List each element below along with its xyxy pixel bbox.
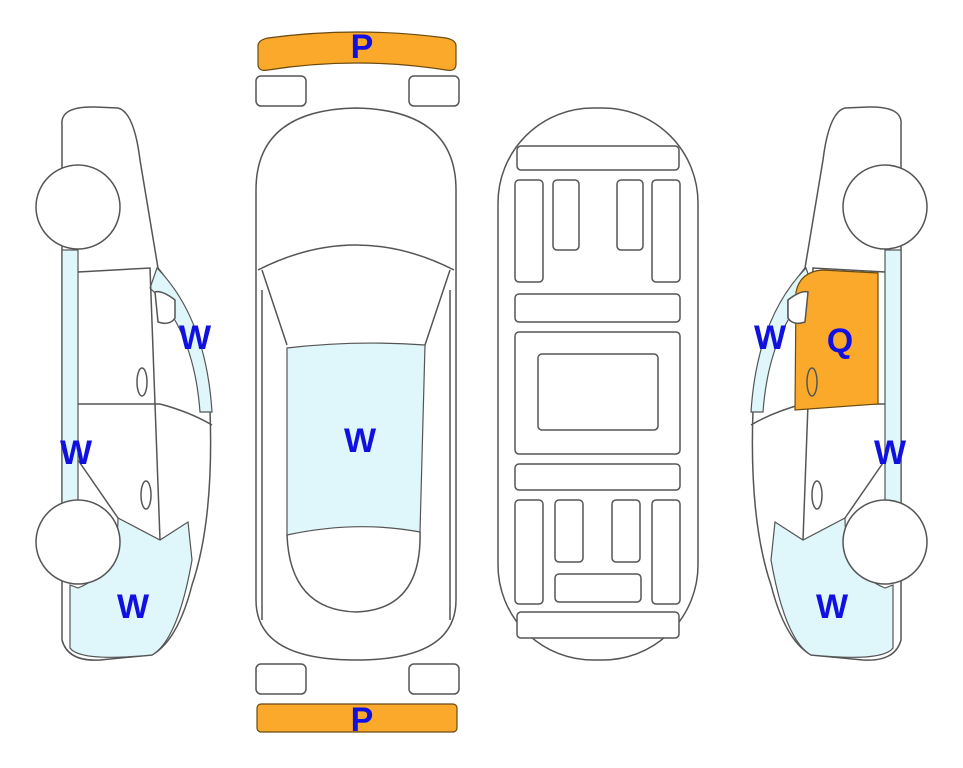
top-view: [255, 31, 460, 733]
front-right-headlight: [408, 75, 460, 107]
label-front-bumper: P: [351, 28, 374, 66]
left-car-outline: [35, 106, 213, 661]
rear-left-light: [255, 663, 307, 695]
rear-bumper-damage[interactable]: [256, 703, 458, 733]
label-right-front-door: Q: [827, 322, 853, 360]
label-right-a-pillar: W: [754, 319, 787, 357]
label-rear-bumper: P: [351, 701, 374, 739]
label-left-b-strip: W: [60, 434, 93, 472]
right-side-view: [750, 106, 928, 661]
label-top-windshield: W: [344, 422, 377, 460]
label-left-a-pillar: W: [179, 319, 212, 357]
left-side-view: [35, 106, 213, 661]
front-left-headlight: [255, 75, 307, 107]
underside-view: [497, 107, 699, 661]
label-left-rear-panel: W: [117, 588, 150, 626]
rear-right-light: [408, 663, 460, 695]
label-right-b-strip: W: [874, 434, 907, 472]
front-bumper-damage[interactable]: [257, 31, 457, 71]
label-right-rear-panel: W: [816, 588, 849, 626]
